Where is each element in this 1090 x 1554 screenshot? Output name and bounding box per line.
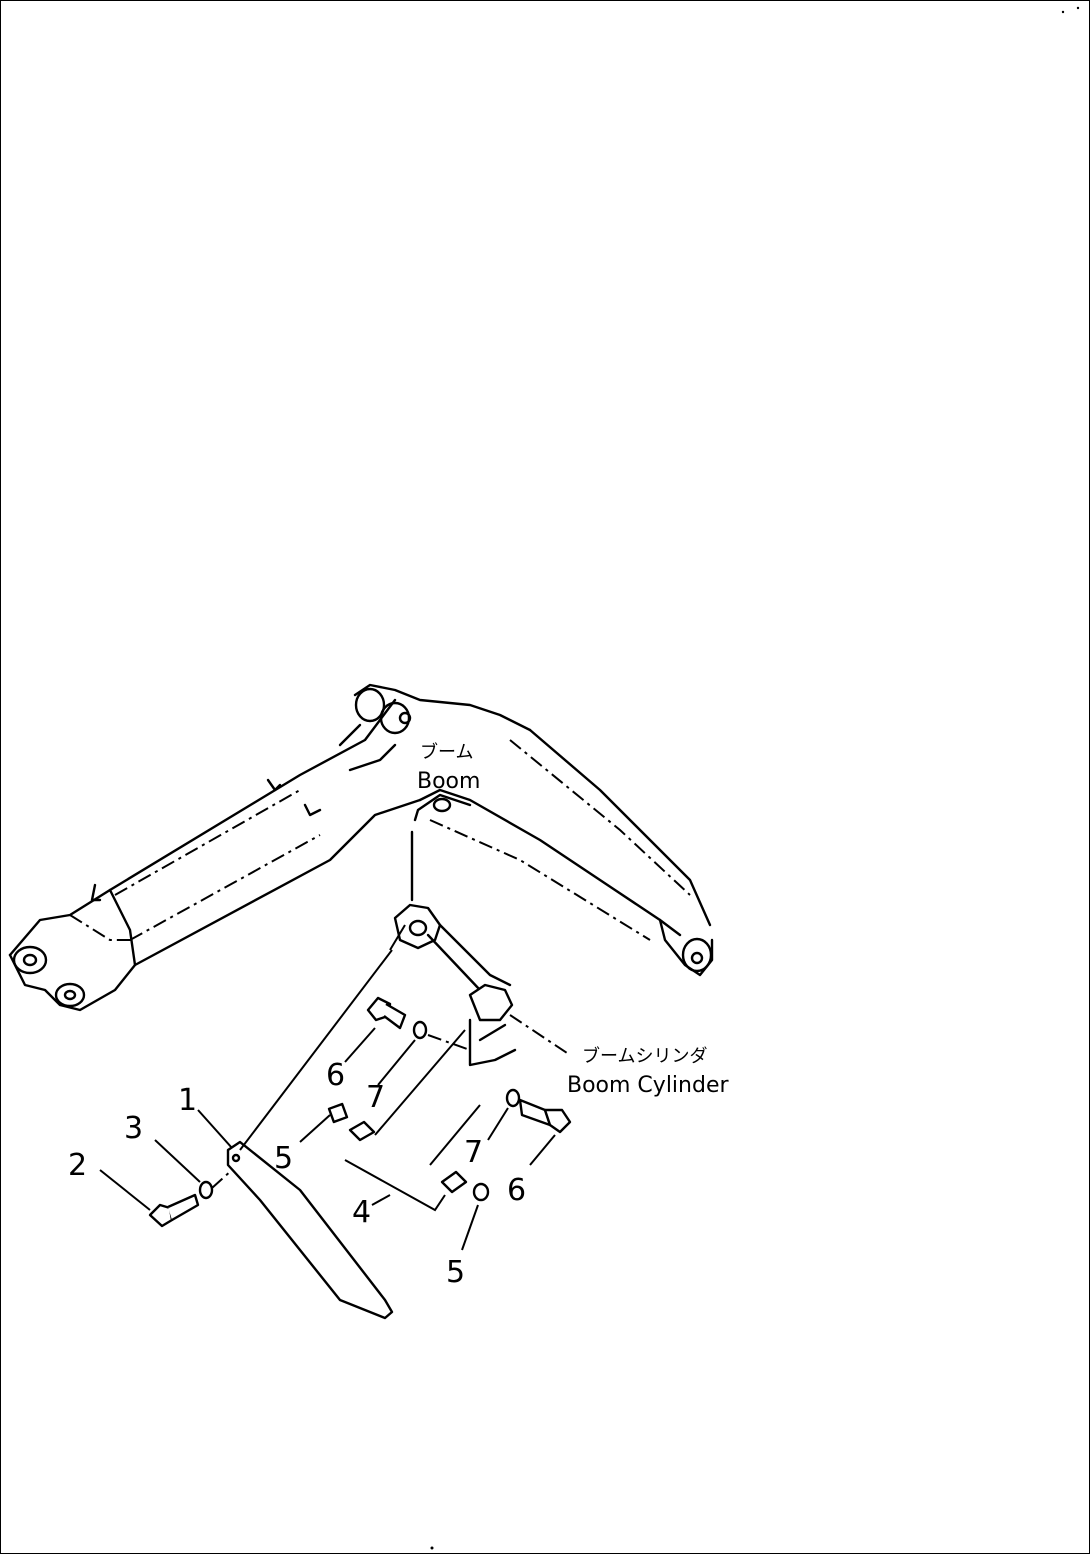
- bolt-6-upper: [366, 996, 407, 1030]
- callout-3: 3: [124, 1111, 143, 1146]
- boom-cylinder-label-jp: ブームシリンダ: [582, 1045, 707, 1067]
- callout-5-lower: 5: [446, 1255, 465, 1290]
- callout-6-upper: 6: [326, 1058, 345, 1093]
- boom-label-en: Boom: [417, 769, 480, 794]
- shim-4-lower: [440, 1170, 468, 1194]
- corner-mark: [1061, 10, 1065, 14]
- callout-5-upper: 5: [274, 1141, 293, 1176]
- plate-5-upper: [327, 1102, 349, 1124]
- guard-plate: [226, 924, 406, 1320]
- corner-mark: [1076, 6, 1080, 10]
- bottom-mark: [430, 1546, 434, 1550]
- bolt-2: [148, 1193, 200, 1228]
- washer-7-lower: [505, 1088, 521, 1108]
- washer-3: [198, 1180, 214, 1200]
- callout-6-lower: 6: [507, 1173, 526, 1208]
- callout-1: 1: [178, 1083, 197, 1118]
- callout-4: 4: [352, 1195, 371, 1230]
- boom-cylinder-label-en: Boom Cylinder: [567, 1073, 729, 1098]
- callout-2: 2: [68, 1148, 87, 1183]
- shim-4-upper: [348, 1120, 376, 1142]
- bolt-6-lower: [518, 1098, 572, 1134]
- washer-7-upper: [412, 1020, 428, 1040]
- boom-drawing: [8, 683, 714, 1012]
- callout-7-lower: 7: [464, 1135, 483, 1170]
- boom-cylinder-drawing: [393, 830, 571, 1067]
- boom-label-jp: ブーム: [420, 741, 473, 763]
- callout-7-upper: 7: [366, 1080, 385, 1115]
- washer-5-lower: [472, 1182, 490, 1202]
